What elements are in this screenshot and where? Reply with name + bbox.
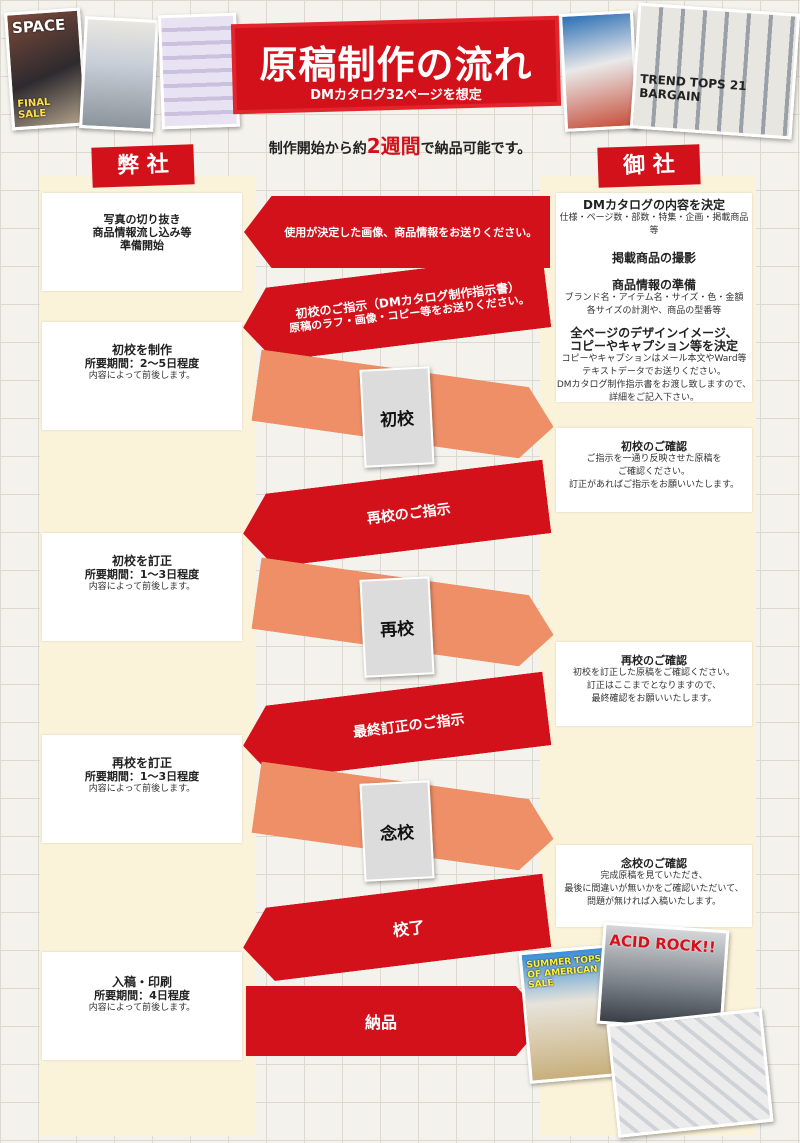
first-proof-card: 初校 bbox=[359, 366, 435, 468]
lead-after: で納品可能です。 bbox=[420, 141, 532, 157]
client-heading: 御 社 bbox=[597, 144, 701, 188]
decide-content-heading: DMカタログの内容を決定 bbox=[583, 198, 725, 212]
decide-content-detail: 仕様・ページ数・部数・特集・企画・掲載商品等 bbox=[559, 213, 749, 236]
second-proof-check-line-3: 最終確認をお願いいたします。 bbox=[591, 694, 717, 704]
second-proof-correction-title: 再校を訂正 bbox=[111, 756, 172, 770]
page-title: 原稿制作の流れ bbox=[259, 43, 533, 87]
catalog-thumbnail-3 bbox=[158, 12, 240, 130]
lead-text: 制作開始から約2週間で納品可能です。 bbox=[200, 130, 600, 159]
second-proof-check-line-1: 初校を訂正した原稿をご確認ください。 bbox=[572, 668, 735, 678]
catalog-thumbnail-5: TREND TOPS 21 BARGAIN bbox=[629, 2, 800, 140]
design-detail-2: テキストデータでお送りください。 bbox=[582, 367, 726, 377]
prep-line-2: 商品情報流し込み等 bbox=[92, 226, 192, 239]
final-correction-instruction-label: 最終訂正のご指示 bbox=[352, 711, 466, 742]
product-info-detail-2: 各サイズの計測や、商品の型番等 bbox=[586, 306, 722, 316]
second-proof-correction-note: 内容によって前後します。 bbox=[88, 784, 196, 794]
first-proof-instruction-arrow: 初校のご指示（DMカタログ制作指示書） 原稿のラフ・画像・コピー等をお送りくださ… bbox=[239, 254, 552, 365]
first-proof-check-line-2: ご確認ください。 bbox=[617, 467, 690, 477]
second-proof-instruction-label: 再校のご指示 bbox=[366, 501, 452, 528]
first-proof-production-title: 初校を制作 bbox=[111, 343, 172, 357]
delivery-arrow: 納品 bbox=[246, 986, 546, 1056]
print-period: 所要期間：4日程度 bbox=[94, 989, 190, 1002]
lead-emphasis: 2週間 bbox=[366, 134, 421, 158]
catalog-thumbnail-2 bbox=[79, 16, 159, 132]
first-proof-correction-title: 初校を訂正 bbox=[111, 554, 172, 568]
delivered-catalog-3 bbox=[606, 1008, 774, 1138]
final-proof-check-line-3: 問題が無ければ入稿いたします。 bbox=[586, 897, 722, 907]
second-proof-card: 再校 bbox=[359, 576, 435, 678]
catalog-thumbnail-1: SPACE FINAL SALE bbox=[3, 7, 89, 131]
second-proof-instruction-arrow: 再校のご指示 bbox=[239, 460, 552, 571]
print-note: 内容によって前後します。 bbox=[88, 1003, 196, 1013]
lead-before: 制作開始から約 bbox=[268, 141, 367, 157]
second-proof-check-title: 再校のご確認 bbox=[621, 654, 687, 667]
prep-line-3: 準備開始 bbox=[120, 239, 164, 252]
first-proof-correction-note: 内容によって前後します。 bbox=[88, 582, 196, 592]
design-heading-1: 全ページのデザインイメージ、 bbox=[570, 326, 738, 340]
prep-line-1: 写真の切り抜き bbox=[103, 213, 181, 226]
final-proof-check-line-2: 最後に間違いが無いかをご確認いただいて、 bbox=[564, 884, 744, 894]
final-proof-card: 念校 bbox=[359, 780, 435, 882]
first-proof-correction-period: 所要期間：1〜3日程度 bbox=[84, 568, 200, 581]
delivered-catalog-1-title: SUMMER TOPS OF AMERICAN SALE bbox=[526, 954, 602, 991]
design-detail-1: コピーやキャプションはメール本文やWard等 bbox=[561, 354, 747, 364]
design-heading-2: コピーやキャプション等を決定 bbox=[569, 339, 738, 353]
first-proof-check-box: 初校のご確認 ご指示を一通り反映させた原稿を ご確認ください。 訂正があればご指… bbox=[556, 428, 752, 512]
catalog-thumbnail-4 bbox=[558, 10, 640, 132]
prep-box: 写真の切り抜き 商品情報流し込み等 準備開始 bbox=[42, 193, 242, 291]
first-proof-check-line-1: ご指示を一通り反映させた原稿を bbox=[586, 454, 722, 464]
final-proof-check-title: 念校のご確認 bbox=[621, 857, 687, 870]
photo-shoot-heading: 掲載商品の撮影 bbox=[611, 251, 696, 265]
catalog-decision-box: DMカタログの内容を決定 仕様・ページ数・部数・特集・企画・掲載商品等 掲載商品… bbox=[556, 193, 752, 403]
send-info-arrow: 使用が決定した画像、商品情報をお送りください。 bbox=[244, 196, 550, 268]
send-info-arrow-label: 使用が決定した画像、商品情報をお送りください。 bbox=[284, 226, 538, 239]
final-proof-check-line-1: 完成原稿を見ていただき、 bbox=[600, 871, 708, 881]
first-proof-check-title: 初校のご確認 bbox=[621, 440, 687, 453]
proof-complete-label: 校了 bbox=[391, 917, 426, 941]
delivered-catalog-2-title: ACID ROCK!! bbox=[608, 931, 717, 957]
second-proof-correction-box: 再校を訂正 所要期間：1〜3日程度 内容によって前後します。 bbox=[42, 735, 242, 843]
second-proof-check-line-2: 訂正はここまでとなりますので、 bbox=[586, 681, 722, 691]
catalog-thumbnail-1-title: SPACE bbox=[11, 15, 66, 38]
first-proof-production-note: 内容によって前後します。 bbox=[88, 371, 196, 381]
first-proof-check-line-3: 訂正があればご指示をお願いいたします。 bbox=[568, 480, 740, 490]
second-proof-correction-period: 所要期間：1〜3日程度 bbox=[84, 770, 200, 783]
second-proof-check-box: 再校のご確認 初校を訂正した原稿をご確認ください。 訂正はここまでとなりますので… bbox=[556, 642, 752, 726]
print-title: 入稿・印刷 bbox=[111, 975, 172, 989]
design-detail-4: 詳細をご記入下さい。 bbox=[608, 393, 699, 403]
final-proof-check-box: 念校のご確認 完成原稿を見ていただき、 最後に間違いが無いかをご確認いただいて、… bbox=[556, 845, 752, 927]
product-info-detail-1: ブランド名・アイテム名・サイズ・色・金額 bbox=[564, 293, 744, 303]
first-proof-production-box: 初校を制作 所要期間：2〜5日程度 内容によって前後します。 bbox=[42, 322, 242, 430]
our-company-heading: 弊 社 bbox=[91, 144, 195, 188]
design-detail-3: DMカタログ制作指示書をお渡し致しますので、 bbox=[556, 380, 752, 390]
catalog-thumbnail-5-title: TREND TOPS 21 BARGAIN bbox=[638, 71, 748, 105]
first-proof-correction-box: 初校を訂正 所要期間：1〜3日程度 内容によって前後します。 bbox=[42, 533, 242, 641]
print-box: 入稿・印刷 所要期間：4日程度 内容によって前後します。 bbox=[42, 952, 242, 1060]
delivery-label: 納品 bbox=[364, 1013, 397, 1032]
catalog-thumbnail-1-subtitle: FINAL SALE bbox=[17, 96, 51, 122]
proof-complete-arrow: 校了 bbox=[239, 874, 552, 985]
product-info-heading: 商品情報の準備 bbox=[611, 278, 696, 292]
page-subtitle: DMカタログ32ページを想定 bbox=[310, 88, 482, 103]
first-proof-production-period: 所要期間：2〜5日程度 bbox=[84, 357, 200, 370]
first-proof-instruction-label: 初校のご指示（DMカタログ制作指示書） 原稿のラフ・画像・コピー等をお送りくださ… bbox=[269, 276, 549, 338]
